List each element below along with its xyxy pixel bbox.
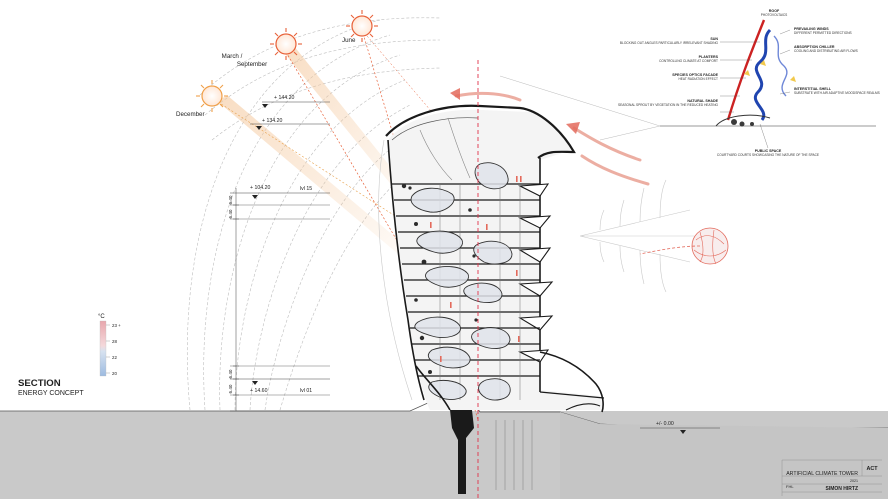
- detail-planters-title: PLANTERS: [699, 55, 719, 59]
- legend-item-4: 20: [112, 371, 117, 376]
- legend-unit: °C: [98, 314, 105, 320]
- sun-beams: [216, 29, 479, 421]
- titleblock-project: ARTIFICIAL CLIMATE TOWER: [786, 471, 858, 477]
- detail-sun-text: BLOCKING OUT ANGLES PARTICULARLY IRRELEV…: [620, 41, 719, 45]
- dim-c: 6.40: [228, 369, 233, 378]
- sun-label-march-september-1: March /: [222, 53, 243, 60]
- dim-a: 6.40: [228, 195, 233, 204]
- detail-chiller-text: COOLING AND DISTRIBUTING AIR FLOWS: [794, 49, 858, 53]
- dim-d: 6.40: [228, 384, 233, 393]
- sun-label-march-september-2: September: [237, 61, 267, 68]
- titleblock-small: 2021: [850, 479, 858, 483]
- temperature-legend: °C 23 + 28 22 20: [98, 314, 121, 377]
- wind-fan-diagram: [579, 179, 694, 293]
- sun-march-september-icon: [270, 28, 302, 60]
- section-title: SECTION: [18, 378, 61, 389]
- dim-b: 6.40: [228, 209, 233, 218]
- sun-label-june: June: [342, 37, 356, 44]
- level-134: + 134.20: [262, 118, 282, 124]
- facade-detail: ROOF PHOTOVOLTAICS PREVAILING WINDS DIFF…: [499, 9, 880, 157]
- detail-sun-title: SUN: [710, 37, 718, 41]
- detail-planters-text: CONTROLLING CLIMATE AT COMFORT: [659, 59, 718, 63]
- detail-winds-text: DIFFERENT PERMITTED DIRECTIONS: [794, 31, 852, 35]
- detail-shade-title: NATURAL SHADE: [687, 99, 718, 103]
- detail-shell-title: INTERSTITIAL SHELL: [794, 87, 832, 91]
- sun-december-icon: [196, 80, 228, 112]
- detail-winds-title: PREVAILING WINDS: [794, 27, 829, 31]
- detail-chiller-title: ABSORPTION CHILLER: [794, 45, 835, 49]
- titleblock-author: SIMON HIRTZ: [826, 486, 859, 492]
- level-14: + 14.60: [250, 388, 268, 394]
- detail-public-text: COURTYARD COURTS SHOWCASING THE NATURE O…: [717, 153, 819, 157]
- detail-facade-text: HEAT RADIATION EFFECT: [679, 77, 719, 81]
- detail-roof-text: PHOTOVOLTAICS: [761, 13, 788, 17]
- ground: [0, 397, 888, 499]
- detail-shell-text: SUBSTRATE WITH AIR ADAPTIVE MOODSPACE RE…: [794, 91, 880, 95]
- titleblock-logo: FHL: [786, 484, 794, 489]
- legend-item-2: 28: [112, 339, 117, 344]
- level-144: + 144.20: [274, 95, 294, 101]
- sun-june-icon: [346, 10, 378, 42]
- level-lvl-01: lvl 01: [300, 388, 312, 394]
- level-markers: + 144.20 + 134.20 + 104.20 lvl 15 + 14.6…: [228, 95, 720, 434]
- titleblock-code: ACT: [866, 466, 878, 472]
- tower-section: [378, 104, 605, 413]
- level-104: + 104.20: [250, 185, 270, 191]
- sun-label-december: December: [176, 111, 205, 118]
- title-block: ACT ARTIFICIAL CLIMATE TOWER 2021 SIMON …: [781, 459, 882, 496]
- detail-facade-title: SPECIES OPTICS FACADE: [672, 73, 718, 77]
- wind-arrows: [454, 91, 650, 186]
- detail-shade-text: SEASONAL SPROUT BY VEGETATION IN THE RED…: [618, 103, 718, 107]
- legend-item-1: 23 +: [112, 323, 121, 328]
- legend-item-3: 22: [112, 355, 117, 360]
- level-ground: +/- 0.00: [656, 421, 674, 427]
- level-lvl-15: lvl 15: [300, 186, 312, 192]
- section-subtitle: ENERGY CONCEPT: [18, 390, 84, 397]
- detail-roof-title: ROOF: [769, 9, 780, 13]
- detail-public-title: PUBLIC SPACE: [755, 149, 782, 153]
